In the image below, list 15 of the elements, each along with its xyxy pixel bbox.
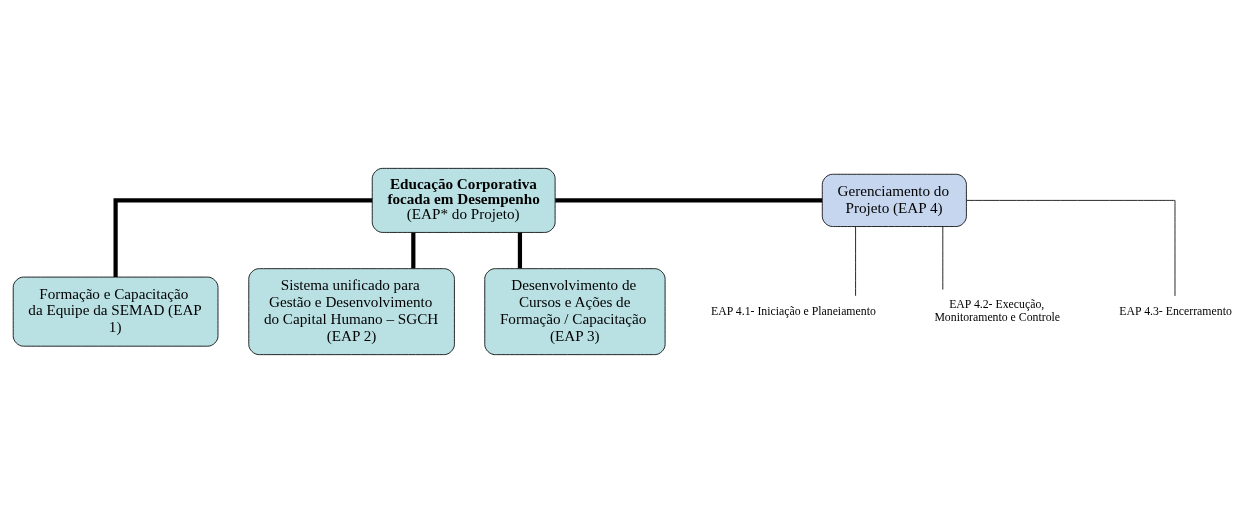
connector [517, 232, 523, 269]
node-box: Formação e Capacitação da Equipe da SEMAD (EAP 1) [12, 276, 219, 347]
connector [113, 198, 373, 278]
connector [855, 226, 856, 297]
node-box: Gerenciamento do Projeto (EAP 4) [821, 173, 967, 227]
node-box: Sistema unificado para Gestão e Desenvolvimento do Capital Humano – SGCH (EAP 2) [248, 268, 455, 356]
connector [555, 198, 823, 203]
node-text: EAP 4.2- Execução, Monitoramento e Controle [934, 297, 1061, 325]
connector [411, 232, 416, 269]
node-text: EAP 4.3- Encerramento [1119, 303, 1232, 318]
connector [942, 226, 944, 290]
node-box: Desenvolvimento de Cursos e Ações de Formação / Capacitação (EAP 3) [484, 268, 666, 356]
connector [966, 200, 1176, 297]
node-text: EAP 4.1- Iniciação e Planeiamento [711, 303, 876, 318]
node-box: Educação Corporativa focada em Desempenho (EAP* do Projeto) [371, 167, 556, 233]
